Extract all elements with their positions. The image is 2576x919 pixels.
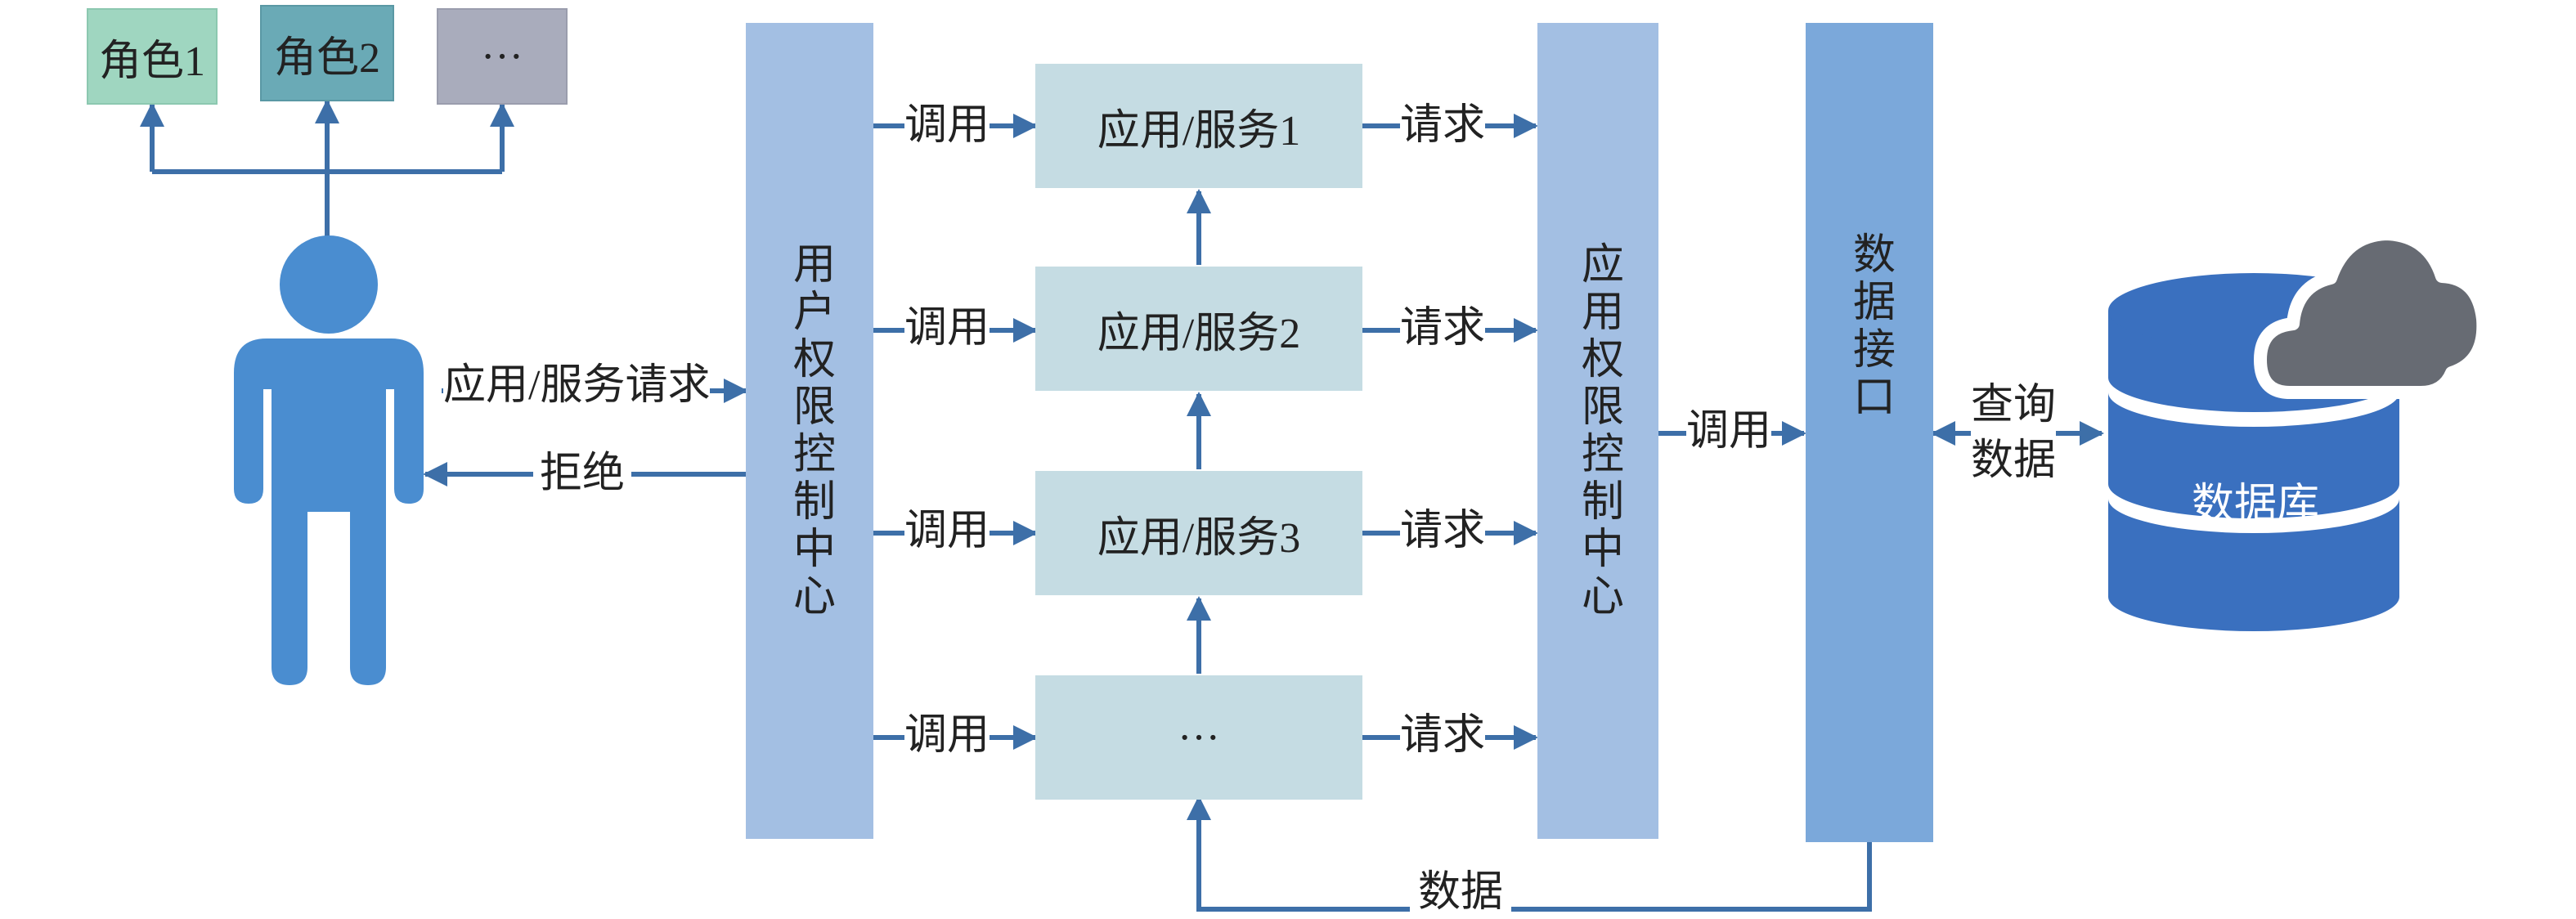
database-label: 数据库 (2192, 482, 2320, 528)
role-2-label: 角色2 (273, 34, 380, 82)
label-call-2: 调用 (904, 305, 990, 352)
role-1-label: 角色1 (98, 38, 205, 85)
label-reject: 拒绝 (533, 453, 632, 495)
service-3-label: 应用/服务3 (1097, 514, 1301, 562)
user-icon (234, 235, 424, 685)
app-auth-center-label: 应用权限控制中心 (1574, 241, 1622, 621)
service-2-box: 应用/服务2 (1035, 267, 1362, 391)
label-request-3: 请求 (1400, 508, 1486, 554)
label-call-interface: 调用 (1686, 408, 1772, 455)
label-call-1: 调用 (904, 102, 990, 149)
role-2-box: 角色2 (260, 5, 394, 101)
role-1-box: 角色1 (87, 8, 218, 105)
label-app-request: 应用/服务请求 (443, 362, 711, 409)
label-query-data: 查询 数据 (1971, 378, 2057, 489)
service-3-box: 应用/服务3 (1035, 471, 1362, 595)
label-request-4: 请求 (1400, 712, 1486, 759)
label-data: 数据 (1410, 872, 1512, 914)
user-auth-center: 用户权限控制中心 (746, 23, 873, 839)
label-call-3: 调用 (904, 508, 990, 554)
label-request-2: 请求 (1400, 305, 1486, 352)
app-auth-center: 应用权限控制中心 (1537, 23, 1658, 839)
service-1-box: 应用/服务1 (1035, 64, 1362, 188)
user-auth-center-label: 用户权限控制中心 (786, 241, 833, 621)
arrow-data-return (1187, 796, 1872, 912)
data-interface-label: 数据接口 (1846, 231, 1893, 421)
label-request-1: 请求 (1400, 102, 1486, 149)
service-more-label: ··· (1178, 714, 1220, 761)
database-icon (2108, 229, 2490, 631)
service-2-label: 应用/服务2 (1097, 310, 1301, 357)
service-more-box: ··· (1035, 675, 1362, 800)
role-more-label: ··· (481, 33, 523, 80)
label-call-4: 调用 (904, 712, 990, 759)
data-interface: 数据接口 (1806, 23, 1933, 842)
service-1-label: 应用/服务1 (1097, 107, 1301, 155)
role-more-box: ··· (437, 8, 568, 105)
